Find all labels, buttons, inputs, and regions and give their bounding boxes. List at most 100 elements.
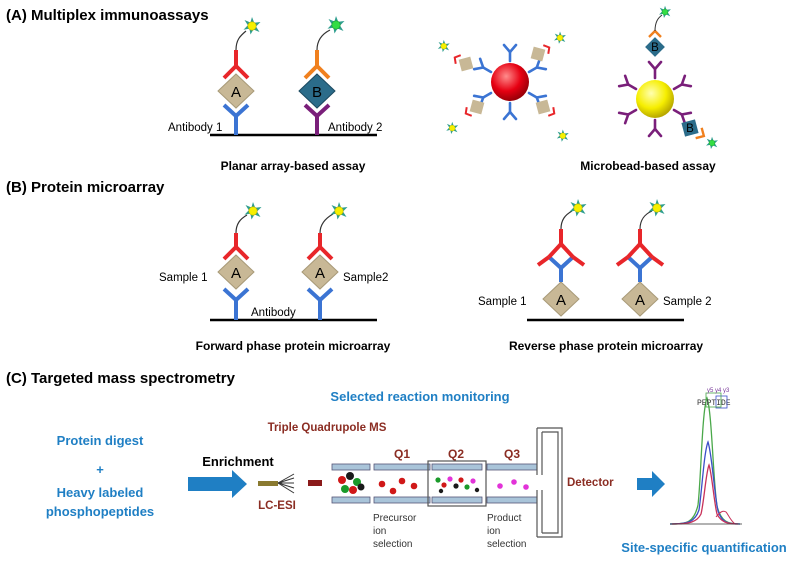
quadrupole-q1 [373,463,431,504]
quadrupole-q3 [486,463,538,504]
antigen-b-letter: B [651,42,659,54]
q2-label: Q2 [448,447,464,461]
antibody-1-label: Antibody 1 [168,122,222,134]
fragment-bracket [705,392,722,408]
enrichment-arrow [188,470,247,498]
antigen-sandwich [453,54,474,72]
product-label-1: Product [487,513,522,524]
fluorophore-icon [569,198,587,217]
sample-protein [542,281,580,317]
fluorophore-icon [437,39,450,53]
fluorophore-icon [705,136,719,150]
planar-array-diagram: A B Antibody 1 Antibody 2 [168,15,382,137]
detection-antibody-red [306,233,334,261]
detector-label: Detector [567,477,614,489]
antigen-a [217,73,255,109]
reverse-phase-diagram: A A Sampl [478,198,712,322]
detection-antibody-orange [303,50,331,80]
section-b-title: (B) Protein microarray [6,179,165,196]
forward-caption: Forward phase protein microarray [196,339,391,353]
sample-protein [621,281,659,317]
linker [235,214,248,234]
precursor-label-3: selection [373,539,412,550]
fluorophore-icon [556,129,569,142]
detection-antibody-red [222,50,250,80]
sample-2-right-label: Sample 2 [663,296,712,308]
product-label-3: selection [487,539,526,550]
yellow-microbead [636,80,674,118]
enrichment-label: Enrichment [202,454,274,469]
heavy-labeled-line2: phosphopeptides [46,504,154,519]
spray-icon [277,473,295,494]
antigen-a-letter: A [231,84,241,101]
antigen-b [298,73,336,109]
fluorophore-icon [243,16,261,35]
transition-trace-red [671,463,739,525]
forward-phase-diagram: A A Sample 1 Sample2 Antibody [159,201,388,322]
triple-quad-label: Triple Quadrupole MS [268,422,387,434]
antigen-b-letter: B [686,123,694,135]
skimmer [308,480,322,486]
fluorophore-icon [330,201,348,220]
fluorophore-icon [244,201,262,220]
q1-label: Q1 [394,447,410,461]
fragment-bracket [715,395,728,409]
collision-cell-q2 [427,460,487,507]
heavy-labeled-line1: Heavy labeled [57,485,144,500]
red-microbead [491,63,529,101]
antigen-sandwich [464,99,485,117]
linker [560,210,573,230]
sample-1-right-label: Sample 1 [478,296,527,308]
peptide-sequence: PEPTIDE [697,399,731,408]
antibody-2-label: Antibody 2 [328,122,382,134]
red-bead-diagram [437,31,569,142]
sample-1-label: Sample 1 [159,272,208,284]
linker [316,29,331,51]
capture-antibody [617,74,641,96]
antibody-label: Antibody [251,307,296,319]
antigen-b-sandwich: B [645,29,665,57]
sample-antigen [301,254,339,290]
antigen-sandwich [535,99,556,117]
capture-antibody-1 [222,103,250,135]
yellow-bead-diagram: B B [617,5,719,150]
site-specific-label: Site-specific quantification [621,540,786,555]
bead-caption: Microbead-based assay [580,159,716,173]
antigen-letter: A [556,292,566,309]
detector-housing [536,427,563,538]
linker [235,30,247,51]
capture-antibody [524,57,548,79]
srm-chromatogram: PEPTIDE y5 y4 y3 [669,388,742,525]
secondary-antibody-red [536,229,586,267]
section-a-title: (A) Multiplex immunoassays [6,7,209,24]
ion-funnel [331,463,371,504]
antigen-letter: A [635,292,645,309]
capture-antibody [502,43,518,63]
capture-antibody [306,287,334,320]
q3-label: Q3 [504,447,520,461]
planar-caption: Planar array-based assay [221,159,366,173]
fluorophore-icon [327,15,345,34]
secondary-antibody-red [615,229,665,267]
precursor-label-1: Precursor [373,513,417,524]
fluorophore-icon [553,31,567,44]
capture-antibody [502,101,518,121]
linker [654,14,663,32]
capture-antibody [222,287,250,320]
primary-antibody-blue [626,255,654,282]
capture-antibody [617,103,641,125]
reverse-caption: Reverse phase protein microarray [509,339,703,353]
capture-antibody [669,103,693,125]
esi-needle [258,481,278,486]
capture-antibody [647,118,663,138]
secondary-peak [715,510,736,525]
result-arrow [637,471,665,497]
fluorophore-icon [446,121,459,135]
capture-antibody [472,57,496,79]
fluorophore-icon [648,198,666,217]
antigen-letter: A [315,265,325,282]
precursor-label-2: ion [373,526,386,537]
fragment-ion-labels: y5 y4 y3 [707,388,730,394]
primary-antibody-blue [547,255,575,282]
